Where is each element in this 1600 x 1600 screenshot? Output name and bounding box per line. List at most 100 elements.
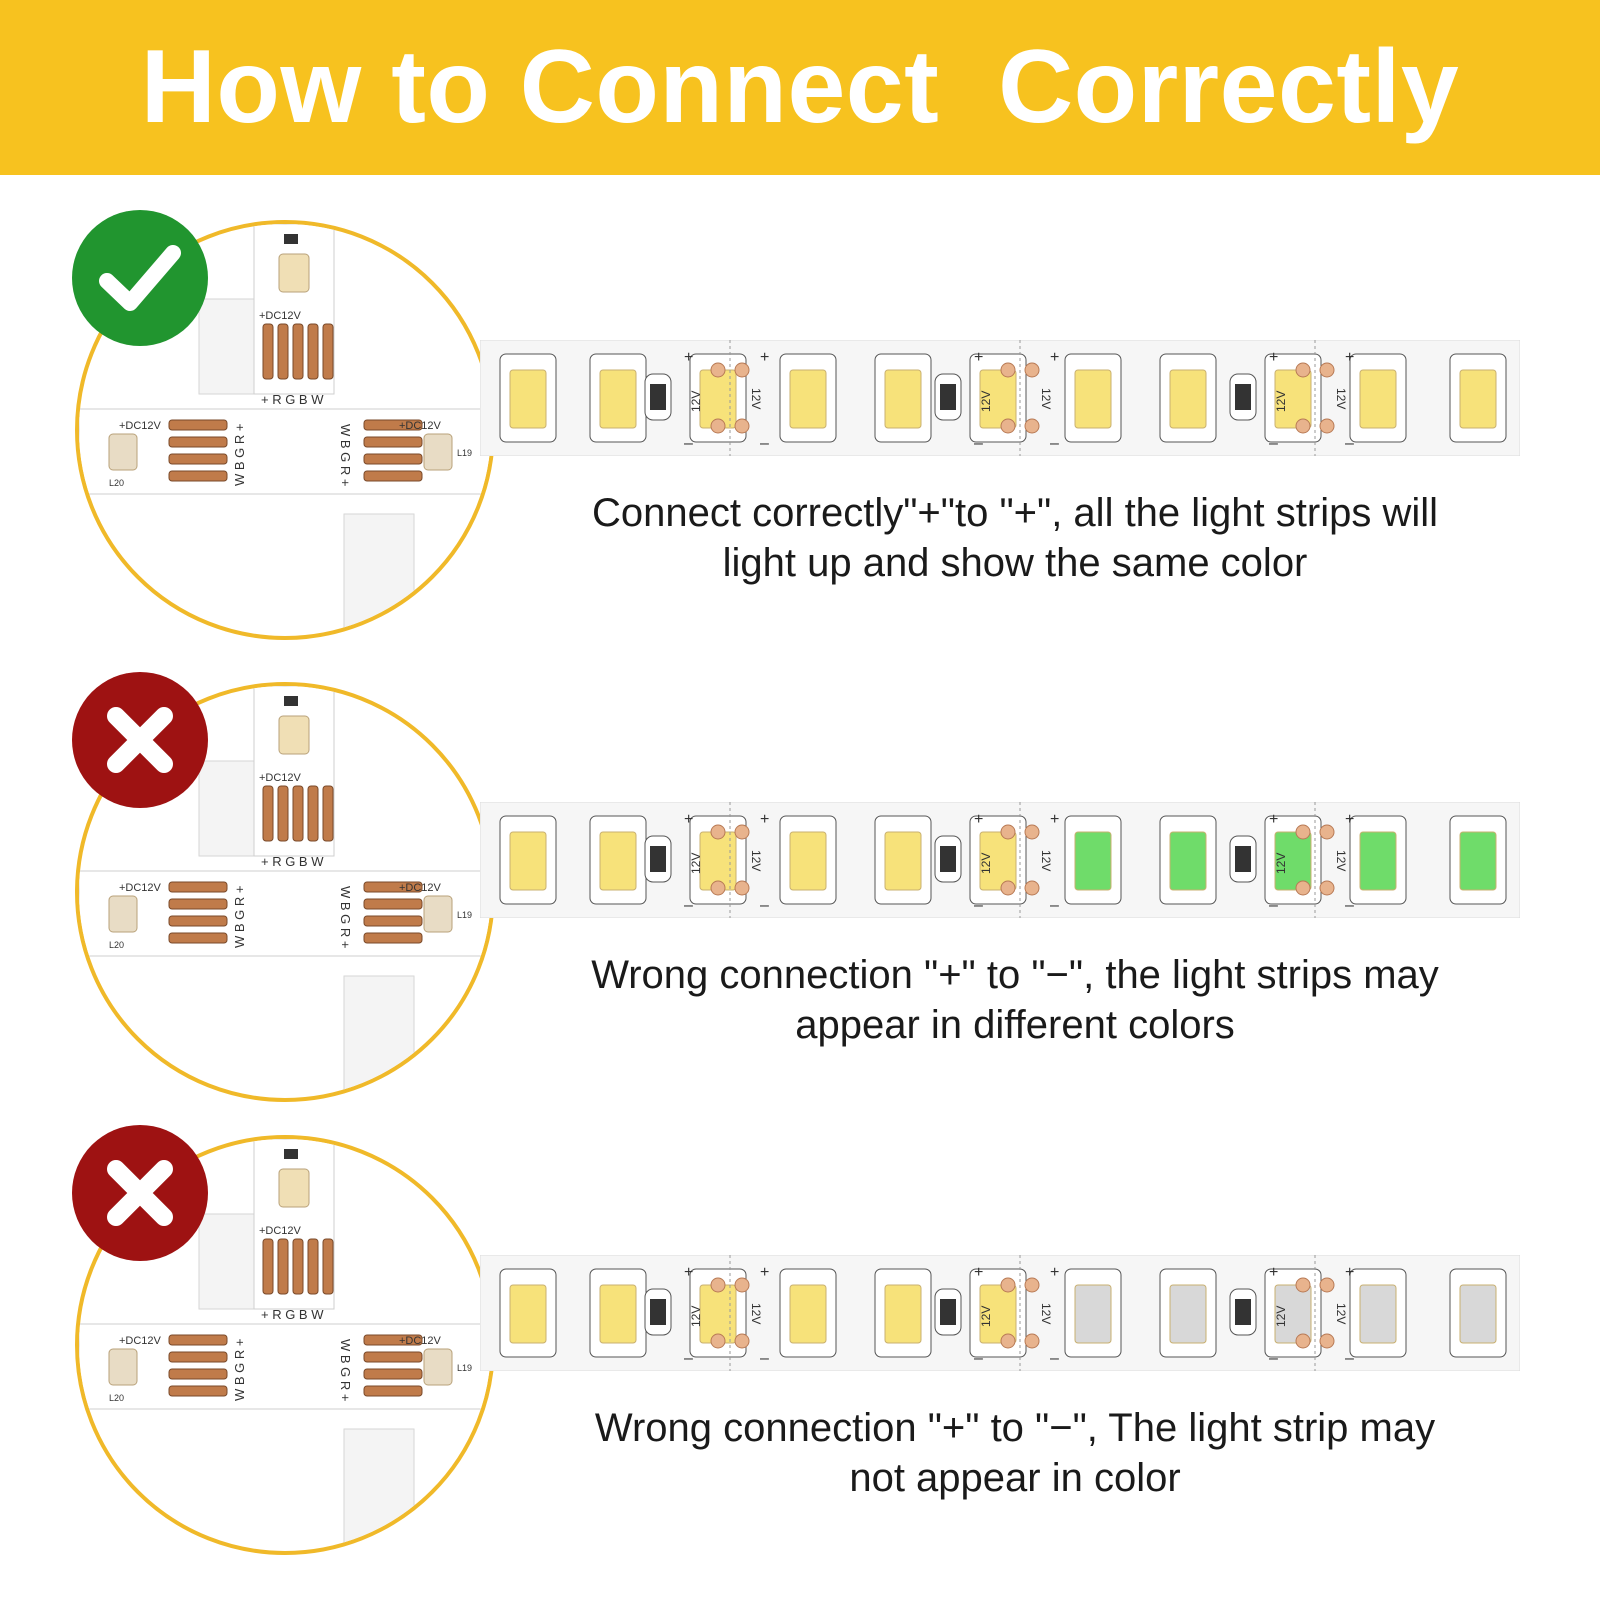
solder-pad <box>1024 880 1040 896</box>
cross-icon <box>72 1125 208 1261</box>
plus-label: + <box>684 349 693 366</box>
voltage-label: 12V <box>689 1306 703 1327</box>
dc-label-top: +DC12V <box>259 1225 302 1237</box>
chip-label-right: L19 <box>457 910 472 920</box>
minus-label: – <box>974 1350 983 1367</box>
pin-left <box>168 453 228 465</box>
minus-label: – <box>1050 1350 1059 1367</box>
pin-left <box>168 1368 228 1380</box>
clip-bottom <box>343 1428 415 1551</box>
pin-right <box>363 453 423 465</box>
dc-label-left: +DC12V <box>119 420 162 432</box>
solder-pad <box>734 1277 750 1293</box>
caption-line-1: Connect correctly"+"to "+", all the ligh… <box>591 491 1438 535</box>
led-chip <box>599 831 637 891</box>
plus-label: + <box>684 1264 693 1281</box>
plus-label: + <box>1050 811 1059 828</box>
solder-pad <box>1295 1277 1311 1293</box>
minus-label: – <box>1345 897 1354 914</box>
pin-top <box>292 323 304 380</box>
pin-labels-left: W B G R + <box>232 424 247 486</box>
pin-right <box>363 1351 423 1363</box>
pin-top <box>322 323 334 380</box>
pin-left <box>168 881 228 893</box>
caption-line-2: appear in different colors <box>795 1003 1235 1047</box>
pin-labels-top: + R G B W <box>261 1307 324 1322</box>
voltage-label: 12V <box>1039 1303 1053 1324</box>
pin-labels-right: W B G R + <box>338 424 353 486</box>
solder-pad <box>710 824 726 840</box>
led-chip <box>1459 1284 1497 1344</box>
pin-top <box>277 785 289 842</box>
pin-labels-top: + R G B W <box>261 854 324 869</box>
led-chip <box>1169 1284 1207 1344</box>
solder-pad <box>1319 418 1335 434</box>
pin-top <box>322 1238 334 1295</box>
resistor-top <box>284 696 298 706</box>
led-chip <box>1074 831 1112 891</box>
plus-label: + <box>1269 811 1278 828</box>
solder-pad <box>1024 418 1040 434</box>
voltage-label: 12V <box>1274 853 1288 874</box>
minus-label: – <box>1345 435 1354 452</box>
pin-right <box>363 1334 423 1346</box>
voltage-label: 12V <box>1274 1306 1288 1327</box>
dc-label-top: +DC12V <box>259 772 302 784</box>
voltage-label: 12V <box>979 1306 993 1327</box>
voltage-label: 12V <box>1039 388 1053 409</box>
voltage-label: 12V <box>749 850 763 871</box>
pin-left <box>168 419 228 431</box>
led-chip <box>1359 831 1397 891</box>
title-banner: How to Connect Correctly <box>0 0 1600 175</box>
voltage-label: 12V <box>749 388 763 409</box>
pin-right <box>363 1368 423 1380</box>
minus-label: – <box>1050 897 1059 914</box>
voltage-label: 12V <box>1334 850 1348 871</box>
voltage-label: 12V <box>1039 850 1053 871</box>
plus-label: + <box>974 1264 983 1281</box>
dc-label-right: +DC12V <box>399 882 442 894</box>
plus-label: + <box>760 1264 769 1281</box>
rgbw-chip-right <box>423 895 453 933</box>
pin-right <box>363 419 423 431</box>
rgbw-chip-left <box>108 895 138 933</box>
solder-pad <box>710 880 726 896</box>
voltage-label: 12V <box>689 853 703 874</box>
minus-label: – <box>684 1350 693 1367</box>
pin-right <box>363 881 423 893</box>
minus-label: – <box>760 435 769 452</box>
caption-line-1: Wrong connection "+" to "−", the light s… <box>591 953 1439 997</box>
voltage-label: 12V <box>689 391 703 412</box>
plus-label: + <box>760 811 769 828</box>
resistor <box>650 846 666 872</box>
rgbw-chip-top <box>278 715 310 755</box>
led-chip <box>1459 369 1497 429</box>
solder-pad <box>1000 1333 1016 1349</box>
pin-right <box>363 915 423 927</box>
pin-labels-right: W B G R + <box>338 886 353 948</box>
check-icon <box>72 210 208 346</box>
minus-label: – <box>1269 435 1278 452</box>
solder-pad <box>1295 880 1311 896</box>
solder-pad <box>1024 1333 1040 1349</box>
solder-pad <box>1295 1333 1311 1349</box>
pin-left <box>168 898 228 910</box>
chip-label-left: L20 <box>109 1393 124 1403</box>
solder-pad <box>1295 362 1311 378</box>
voltage-label: 12V <box>749 1303 763 1324</box>
solder-pad <box>710 1333 726 1349</box>
pin-right <box>363 436 423 448</box>
rgbw-chip-top <box>278 253 310 293</box>
pin-left <box>168 932 228 944</box>
led-chip <box>1359 1284 1397 1344</box>
pin-left <box>168 1385 228 1397</box>
chip-label-right: L19 <box>457 1363 472 1373</box>
minus-label: – <box>684 435 693 452</box>
solder-pad <box>1319 880 1335 896</box>
rgbw-chip-left <box>108 433 138 471</box>
